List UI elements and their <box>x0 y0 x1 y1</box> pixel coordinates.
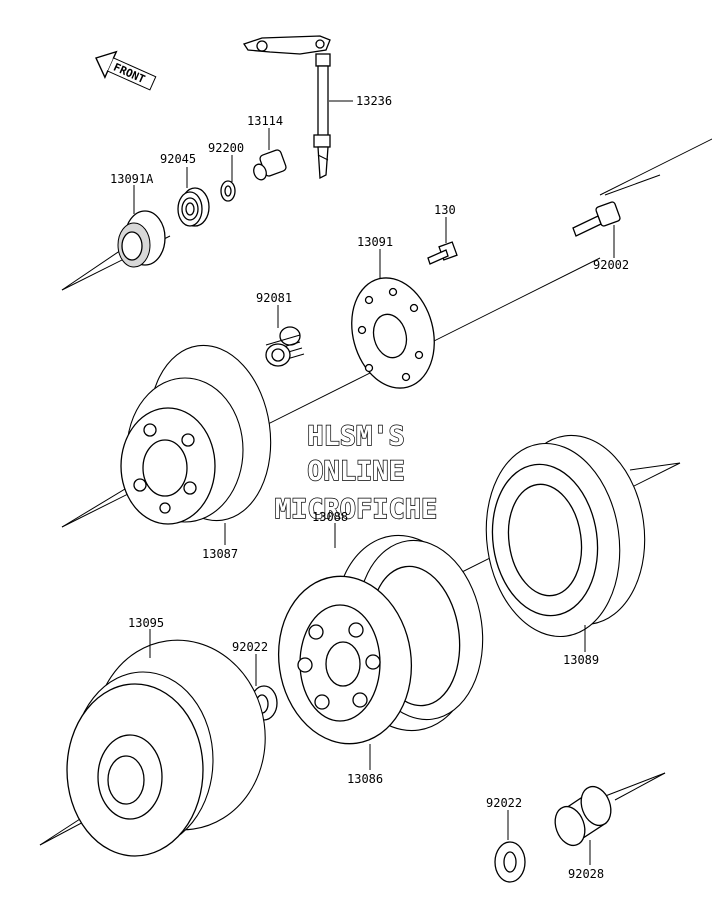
front-direction-arrow: FRONT <box>95 50 157 91</box>
part-13086-clutch-hub <box>277 575 413 745</box>
watermark-line-2: ONLINE <box>307 456 405 487</box>
part-label-92002: 92002 <box>593 258 629 272</box>
part-label-13095: 13095 <box>128 616 164 630</box>
part-label-92022-upper: 92022 <box>232 640 268 654</box>
part-label-13088: 13088 <box>312 510 348 524</box>
part-label-13091: 13091 <box>357 235 393 249</box>
part-label-92045: 92045 <box>160 152 196 166</box>
part-92200-washer <box>220 180 236 202</box>
part-label-13087: 13087 <box>202 547 238 561</box>
part-label-13091a: 13091A <box>110 172 154 186</box>
part-92002-bolt <box>572 201 621 237</box>
part-13087-sprocket-hub <box>120 344 272 525</box>
watermark-line-3: MICROFICHE <box>275 494 438 525</box>
part-13091a-cup <box>117 210 166 268</box>
part-label-130: 130 <box>434 203 456 217</box>
part-13095-clutch-housing <box>66 639 266 857</box>
part-label-92022-lower: 92022 <box>486 796 522 810</box>
part-13091-pressure-plate <box>351 277 435 389</box>
part-13114-pin <box>253 149 287 181</box>
part-92045-bearing <box>177 187 210 227</box>
leader-lines <box>133 100 615 865</box>
part-label-92081: 92081 <box>256 291 292 305</box>
watermark-line-1: HLSM'S <box>307 421 405 452</box>
part-13236-lever-shaft <box>242 35 331 180</box>
watermark: HLSM'S ONLINE MICROFICHE <box>274 420 438 525</box>
part-label-13089: 13089 <box>563 653 599 667</box>
part-92028-collar <box>554 785 612 847</box>
part-label-92028: 92028 <box>568 867 604 881</box>
part-92022-washer-lower <box>494 841 526 883</box>
part-label-92200: 92200 <box>208 141 244 155</box>
part-label-13236: 13236 <box>356 94 392 108</box>
part-92081-spring <box>265 326 305 367</box>
part-label-13114: 13114 <box>247 114 283 128</box>
part-label-13086: 13086 <box>347 772 383 786</box>
part-130-bolt <box>427 241 458 265</box>
part-13089-friction-plates <box>485 434 646 638</box>
part-number-labels: 13236 13114 92200 92045 13091A 130 13091… <box>110 94 629 881</box>
